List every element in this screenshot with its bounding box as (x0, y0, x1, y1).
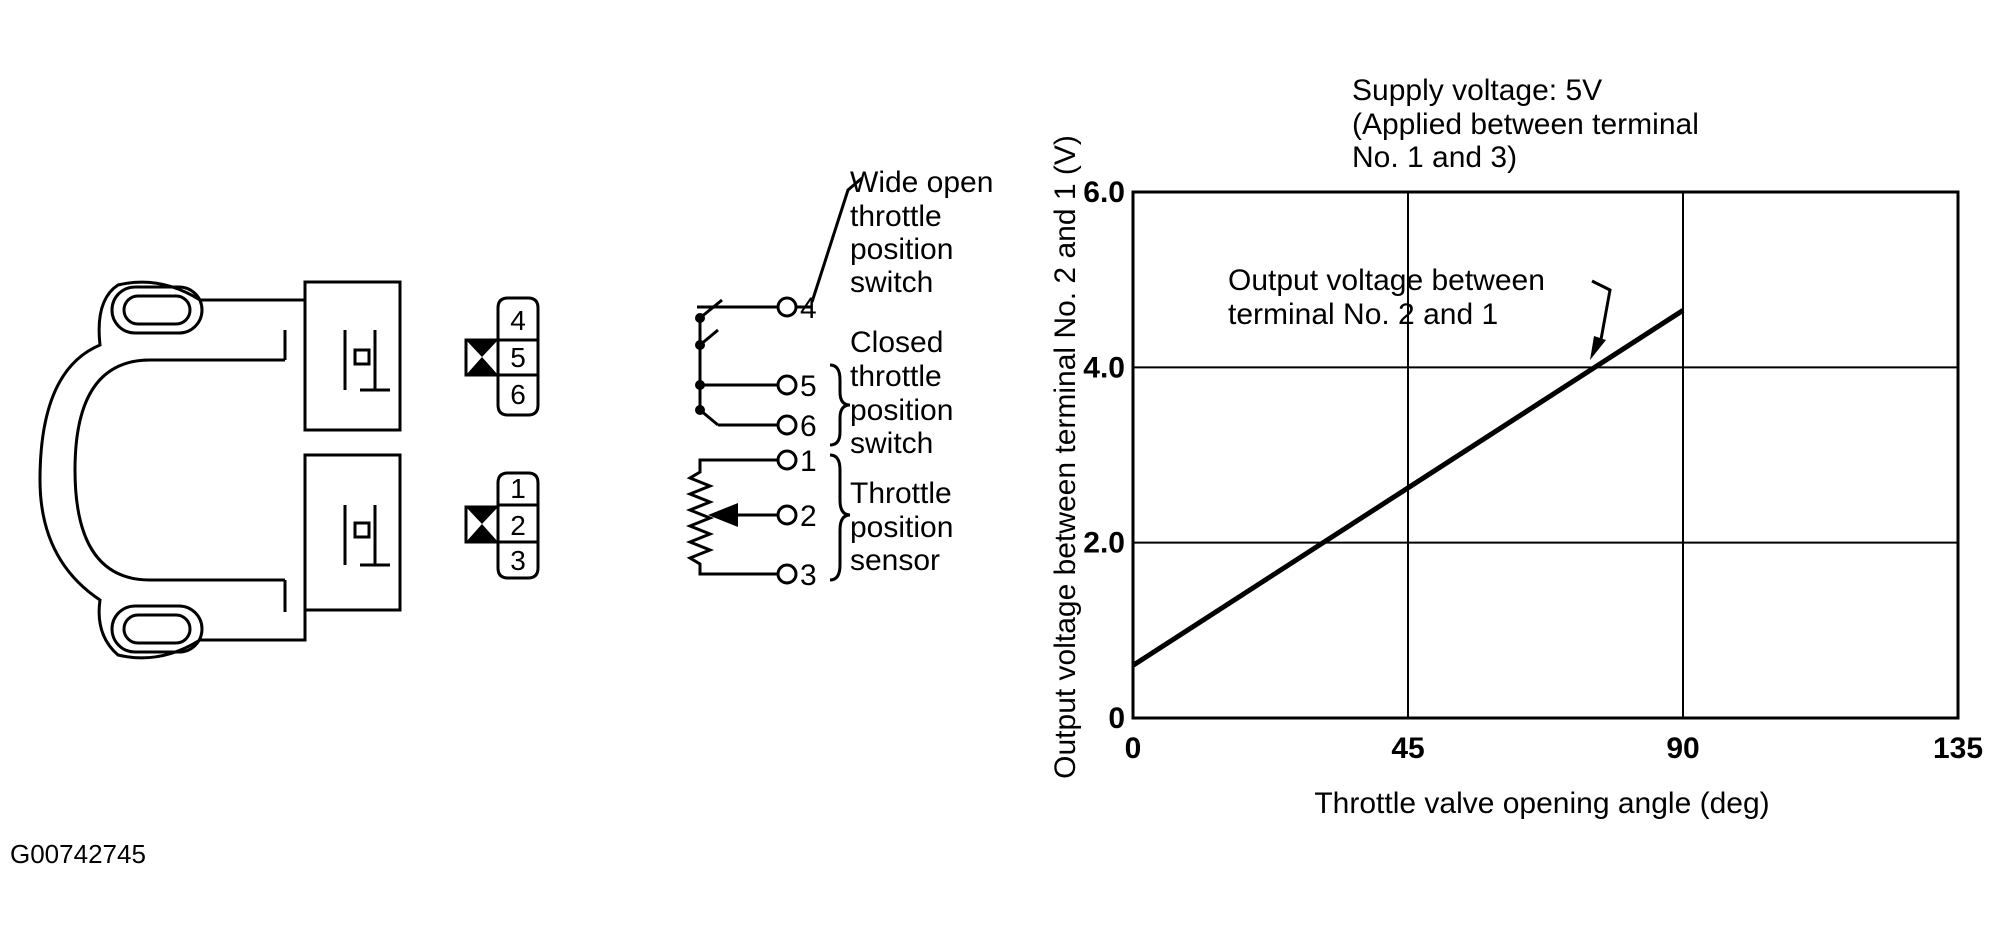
connector-latch-upper (353, 348, 371, 366)
x-tick-labels: 0 45 90 135 (1125, 732, 1983, 765)
label-line: switch (850, 266, 933, 299)
label-line: throttle (850, 360, 942, 393)
voltage-chart: 0 45 90 135 0 2.0 4.0 6.0 Supply voltage: 5V (… (1049, 74, 1983, 820)
switch-schematic (685, 176, 863, 585)
connector-pin-label: 1 (510, 473, 526, 504)
terminal-number: 1 (800, 445, 817, 478)
line-annotation: Output voltage between terminal No. 2 an… (1228, 264, 1612, 360)
note-line: No. 1 and 3) (1352, 141, 1517, 174)
annotation-leader (1591, 279, 1612, 346)
sensor-outer-body (38, 280, 307, 660)
terminal-number: 3 (800, 559, 817, 592)
chart-series (1131, 308, 1685, 668)
terminal-circle (776, 414, 798, 436)
bowtie-icon (466, 340, 498, 375)
y-tick-label: 4.0 (1083, 351, 1125, 384)
chart-grid (1133, 192, 1958, 718)
x-tick-label: 0 (1125, 732, 1142, 765)
wot-switch-label: Wide open throttle position switch (850, 166, 993, 299)
connector-pin-label: 6 (510, 379, 526, 410)
connector-ribs (360, 388, 390, 567)
y-tick-label: 6.0 (1083, 176, 1125, 209)
pin-callout-upper: 4 5 6 (464, 296, 540, 417)
connector-pin-label: 3 (510, 545, 526, 576)
mount-hole-bottom-inner (122, 613, 192, 645)
connector-housing-lower (303, 453, 402, 612)
throttle-sensor-illustration (38, 280, 402, 660)
sensor-brace (829, 453, 851, 582)
y-tick-label: 2.0 (1083, 527, 1125, 560)
pin-callout-lower: 1 2 3 (464, 471, 540, 580)
label-line: sensor (850, 544, 940, 577)
connector-housing-upper (303, 280, 402, 432)
wot-label-leader (797, 176, 863, 309)
closed-switch-label: Closed throttle position switch (850, 326, 953, 460)
connector-pin-label: 5 (510, 342, 526, 373)
y-tick-labels: 0 2.0 4.0 6.0 (1083, 176, 1125, 735)
figure-code: G00742745 (10, 839, 146, 869)
terminal-number: 5 (800, 370, 817, 403)
connector-latch-lower (353, 521, 371, 539)
label-line: throttle (850, 200, 942, 233)
x-tick-label: 45 (1391, 732, 1424, 765)
supply-voltage-note: Supply voltage: 5V (Applied between term… (1352, 74, 1699, 174)
label-line: position (850, 511, 953, 544)
label-line: Closed (850, 326, 943, 359)
closed-switch-brace (829, 363, 851, 447)
switch-junction-dots (695, 313, 738, 527)
note-line: Supply voltage: 5V (1352, 74, 1602, 107)
annotation-arrow-icon (1590, 336, 1606, 360)
label-line: Wide open (850, 166, 993, 199)
connector-pin-label: 4 (510, 305, 526, 336)
y-axis-label: Output voltage between terminal No. 2 an… (1049, 135, 1082, 779)
terminal-5-wire (698, 345, 778, 387)
annotation-line: Output voltage between (1228, 264, 1545, 297)
terminal-circle (776, 504, 798, 526)
x-axis-label: Throttle valve opening angle (deg) (1314, 787, 1769, 820)
terminal-circle (776, 296, 798, 318)
x-tick-label: 90 (1666, 732, 1699, 765)
wiper-arrow-icon (708, 503, 738, 527)
terminal-number: 4 (800, 292, 817, 325)
label-line: Throttle (850, 477, 952, 510)
connector-slots (343, 330, 377, 565)
label-line: switch (850, 427, 933, 460)
y-tick-label: 0 (1108, 702, 1125, 735)
annotation-line: terminal No. 2 and 1 (1228, 298, 1498, 331)
bowtie-icon (466, 507, 498, 542)
output-voltage-line (1131, 308, 1685, 668)
x-tick-label: 135 (1933, 732, 1983, 765)
label-line: position (850, 233, 953, 266)
plot-frame (1131, 190, 1960, 720)
sensor-inner-cavity (73, 358, 285, 582)
terminal-circle (776, 563, 798, 585)
terminal-number: 2 (800, 500, 817, 533)
sensor-label: Throttle position sensor (850, 477, 953, 577)
note-line: (Applied between terminal (1352, 108, 1699, 141)
terminal-circle (776, 449, 798, 471)
potentiometer-resistor (685, 458, 778, 576)
terminal-number: 6 (800, 410, 817, 443)
terminal-circle (776, 374, 798, 396)
label-line: position (850, 394, 953, 427)
mount-hole-top-inner (122, 294, 192, 326)
mount-hole-bottom (110, 604, 204, 654)
connector-pin-label: 2 (510, 510, 526, 541)
mount-hole-top (110, 285, 204, 335)
